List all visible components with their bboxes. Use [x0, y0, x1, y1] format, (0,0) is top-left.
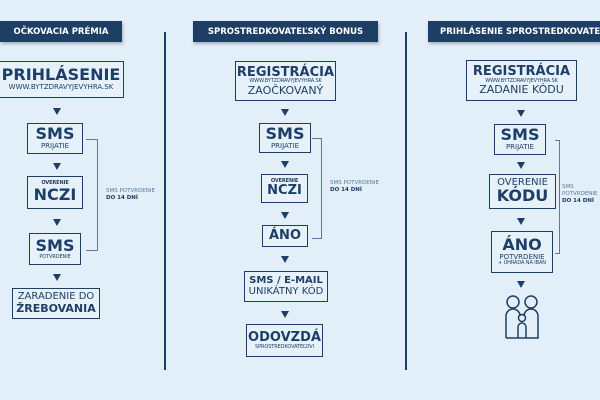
- arrow-down-icon: [517, 218, 525, 225]
- family-icon: [505, 295, 539, 339]
- step-registracia: REGISTRÁCIA WWW.BYTZDRAVYJEVYHRA.SK ZAOČ…: [235, 61, 336, 101]
- step-title: NCZI: [267, 183, 302, 199]
- step-title: SMS: [35, 235, 75, 255]
- step-title: REGISTRÁCIA: [472, 64, 571, 80]
- sms-note: SMS POTVRDENIE DO 14 DNÍ: [330, 180, 379, 194]
- step-sub2: + ÚHRADA NA IBAN: [498, 260, 546, 267]
- arrow-down-icon: [281, 109, 289, 116]
- step-sms-potvrdenie: SMS POTVRDENIE: [29, 233, 81, 265]
- step-title: SMS / E-MAIL: [249, 275, 323, 286]
- column-header: SPROSTREDKOVATEĽSKÝ BONUS: [193, 21, 378, 42]
- step-sub: WWW.BYTZDRAVYJEVYHRA.SK: [8, 83, 114, 92]
- step-sub: PRIJATIE: [505, 143, 535, 152]
- step-title: ÁNO: [502, 235, 542, 255]
- note-line: SMS POTVRDENIE: [106, 188, 155, 194]
- step-sub: POTVRDENIE: [499, 253, 545, 262]
- step-title: SMS: [35, 124, 75, 144]
- step-title: SMS: [500, 125, 540, 145]
- arrow-down-icon: [281, 256, 289, 263]
- step-sub: POTVRDENIE: [39, 253, 71, 260]
- step-sms: SMS PRIJATIE: [27, 123, 83, 154]
- step-sub: PRIJATIE: [40, 142, 70, 151]
- step-nczi: OVERENIE NCZI: [27, 176, 83, 209]
- column-divider: [405, 32, 407, 370]
- sms-note: SMS POTVRDENIE DO 14 DNÍ: [106, 188, 155, 202]
- arrow-down-icon: [281, 311, 289, 318]
- step-sub: WWW.BYTZDRAVYJEVYHRA.SK: [485, 77, 558, 84]
- note-deadline: DO 14 DNÍ: [330, 187, 362, 194]
- step-title: ÁNO: [269, 228, 301, 244]
- arrow-down-icon: [53, 219, 61, 226]
- step-zaradenie: ZARADENIE DO ŽREBOVANIA: [12, 288, 100, 319]
- note-line: SMS POTVRDENIE: [330, 180, 379, 186]
- note-deadline: DO 14 DNÍ: [562, 198, 594, 205]
- step-sub2: ZADANIE KÓDU: [479, 83, 564, 97]
- step-prihlasenie: PRIHLÁSENIE WWW.BYTZDRAVYJEVYHRA.SK: [0, 61, 124, 98]
- note-deadline: DO 14 DNÍ: [106, 195, 138, 202]
- step-title: KÓDU: [496, 186, 549, 206]
- step-title: SMS: [265, 123, 305, 143]
- step-sms: SMS PRIJATIE: [259, 123, 311, 153]
- step-title: ŽREBOVANIA: [16, 301, 96, 315]
- step-sub: WWW.BYTZDRAVYJEVYHRA.SK: [249, 78, 322, 85]
- step-title: PRIHLÁSENIE: [1, 65, 121, 85]
- column-divider: [164, 32, 166, 370]
- step-sub2: ZAOČKOVANÝ: [247, 83, 324, 97]
- column-header: PRIHLÁSENIE SPROSTREDKOVATEĽA: [428, 21, 600, 42]
- arrow-down-icon: [53, 163, 61, 170]
- step-odovzda: ODOVZDÁ SPROSTREDKOVATEĽOVI: [246, 324, 323, 357]
- arrow-down-icon: [517, 281, 525, 288]
- step-pre: OVERENIE: [497, 176, 548, 188]
- bracket: [312, 138, 322, 239]
- step-sub: PRIJATIE: [270, 141, 300, 150]
- note-line: SMS POTVRDENIE: [562, 184, 598, 198]
- arrow-down-icon: [53, 274, 61, 281]
- arrow-down-icon: [281, 161, 289, 168]
- arrow-down-icon: [53, 108, 61, 115]
- arrow-down-icon: [517, 162, 525, 169]
- step-nczi: OVERENIE NCZI: [261, 174, 308, 203]
- step-pre: OVERENIE: [41, 180, 69, 187]
- step-pre: OVERENIE: [270, 178, 299, 185]
- step-title: NCZI: [33, 184, 77, 204]
- bracket: [86, 139, 98, 251]
- step-sms-email: SMS / E-MAIL UNIKÁTNY KÓD: [244, 271, 328, 302]
- step-title: ODOVZDÁ: [248, 330, 321, 346]
- column-header: OČKOVACIA PRÉMIA: [0, 21, 122, 42]
- arrow-down-icon: [517, 110, 525, 117]
- step-sub: UNIKÁTNY KÓD: [248, 285, 324, 297]
- step-overenie-kodu: OVERENIE KÓDU: [489, 174, 556, 209]
- step-ano: ÁNO: [262, 225, 308, 247]
- step-pre: ZARADENIE DO: [17, 291, 95, 303]
- bracket: [555, 140, 560, 254]
- arrow-down-icon: [281, 212, 289, 219]
- step-title: REGISTRÁCIA: [236, 64, 335, 80]
- step-ano: ÁNO POTVRDENIE + ÚHRADA NA IBAN: [491, 231, 553, 273]
- sms-note: SMS POTVRDENIE DO 14 DNÍ: [562, 184, 600, 205]
- step-sub: SPROSTREDKOVATEĽOVI: [255, 343, 314, 350]
- step-sms: SMS PRIJATIE: [494, 124, 546, 155]
- step-registracia: REGISTRÁCIA WWW.BYTZDRAVYJEVYHRA.SK ZADA…: [466, 60, 577, 101]
